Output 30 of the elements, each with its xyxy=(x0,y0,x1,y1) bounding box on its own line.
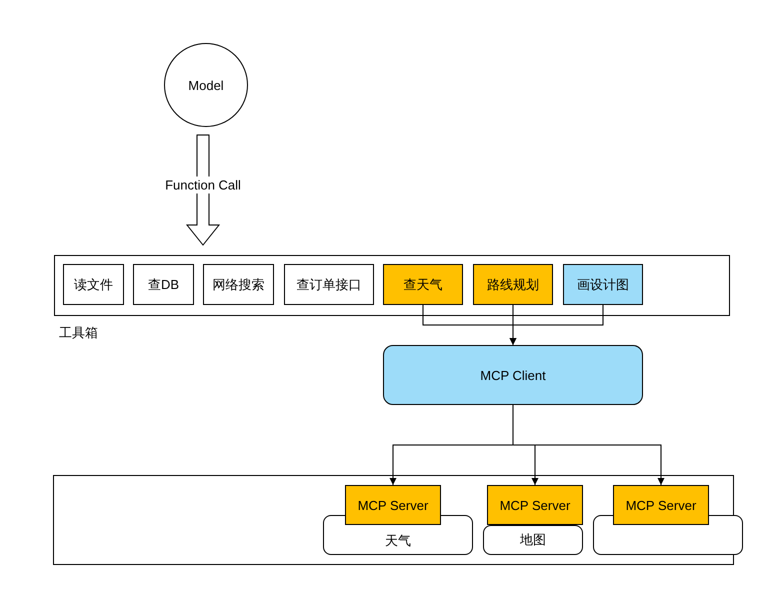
node-label: MCP Client xyxy=(480,368,546,382)
node-label: 读文件 xyxy=(74,276,113,294)
node-label: 画设计图 xyxy=(577,276,629,294)
tool-box xyxy=(345,485,441,525)
node-label: 天气 xyxy=(385,532,411,550)
tool-box xyxy=(473,264,553,305)
tool-box xyxy=(563,264,643,305)
node-label: 路线规划 xyxy=(487,276,539,294)
tool-box xyxy=(133,264,194,305)
node-label: 地图 xyxy=(520,531,546,549)
tool-box xyxy=(487,485,583,525)
node-label: MCP Server xyxy=(358,498,428,512)
node-label: 查天气 xyxy=(404,276,442,294)
client-box xyxy=(383,345,643,405)
tool-box xyxy=(383,264,463,305)
tool-box xyxy=(63,264,124,305)
node-label: 查DB xyxy=(148,276,180,294)
connector-arrow xyxy=(512,404,664,486)
node-label: Model xyxy=(188,78,224,92)
edge-label: Function Call xyxy=(165,176,241,194)
node-label: 查订单接口 xyxy=(296,276,362,294)
tool-box xyxy=(613,485,709,525)
rounded-box xyxy=(483,525,583,555)
node-label: MCP Server xyxy=(626,498,696,512)
tool-box xyxy=(284,264,374,305)
group-heading: 工具箱 xyxy=(59,324,98,342)
node-label: 网络搜索 xyxy=(212,276,264,294)
connector-arrow xyxy=(510,304,604,346)
tool-box xyxy=(203,264,274,305)
node-label: MCP Server xyxy=(500,498,570,512)
